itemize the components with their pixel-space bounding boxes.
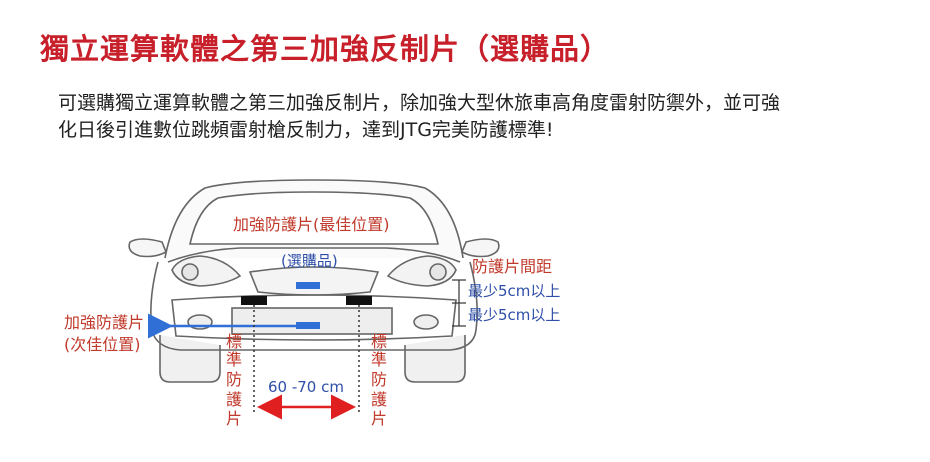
spacing-bracket [452,279,466,327]
description-line-1: 可選購獨立運算軟體之第三加強反制片，除加強大型休旅車高角度雷射防禦外，並可強 [58,92,781,114]
svg-text:準: 準 [371,350,387,369]
car-outline [128,179,500,383]
distance-label: 60 -70 cm [268,378,344,396]
svg-text:護: 護 [226,390,242,409]
left-standard-sensor [241,296,267,305]
optional-label: (選購品) [281,252,338,270]
svg-text:片: 片 [371,409,387,428]
top-panel-marker [296,282,320,289]
standard-panel-label-right: 標 準 防 護 片 [371,332,387,428]
top-panel-label: 加強防護片(最佳位置) [233,215,390,234]
right-standard-sensor [346,296,372,305]
svg-text:防: 防 [371,370,387,389]
spacing-min-1: 最少5cm以上 [468,282,560,300]
side-panel-label-line1: 加強防護片 [64,313,144,332]
svg-text:標: 標 [226,332,242,351]
svg-text:防: 防 [226,370,242,389]
svg-text:護: 護 [371,390,387,409]
svg-text:標: 標 [371,332,387,351]
description-line-2: 化日後引進數位跳頻雷射槍反制力，達到JTG完美防護標準! [58,119,554,141]
side-panel-marker [296,322,320,329]
spacing-min-2: 最少5cm以上 [468,306,560,324]
svg-text:準: 準 [226,350,242,369]
page-title: 獨立運算軟體之第三加強反制片（選購品） [40,32,611,66]
side-panel-label-line2: (次佳位置) [64,335,141,354]
spacing-title: 防護片間距 [472,257,552,276]
svg-text:片: 片 [226,409,242,428]
standard-panel-label-left: 標 準 防 護 片 [226,332,242,428]
description: 可選購獨立運算軟體之第三加強反制片，除加強大型休旅車高角度雷射防禦外，並可強 化… [58,90,898,144]
